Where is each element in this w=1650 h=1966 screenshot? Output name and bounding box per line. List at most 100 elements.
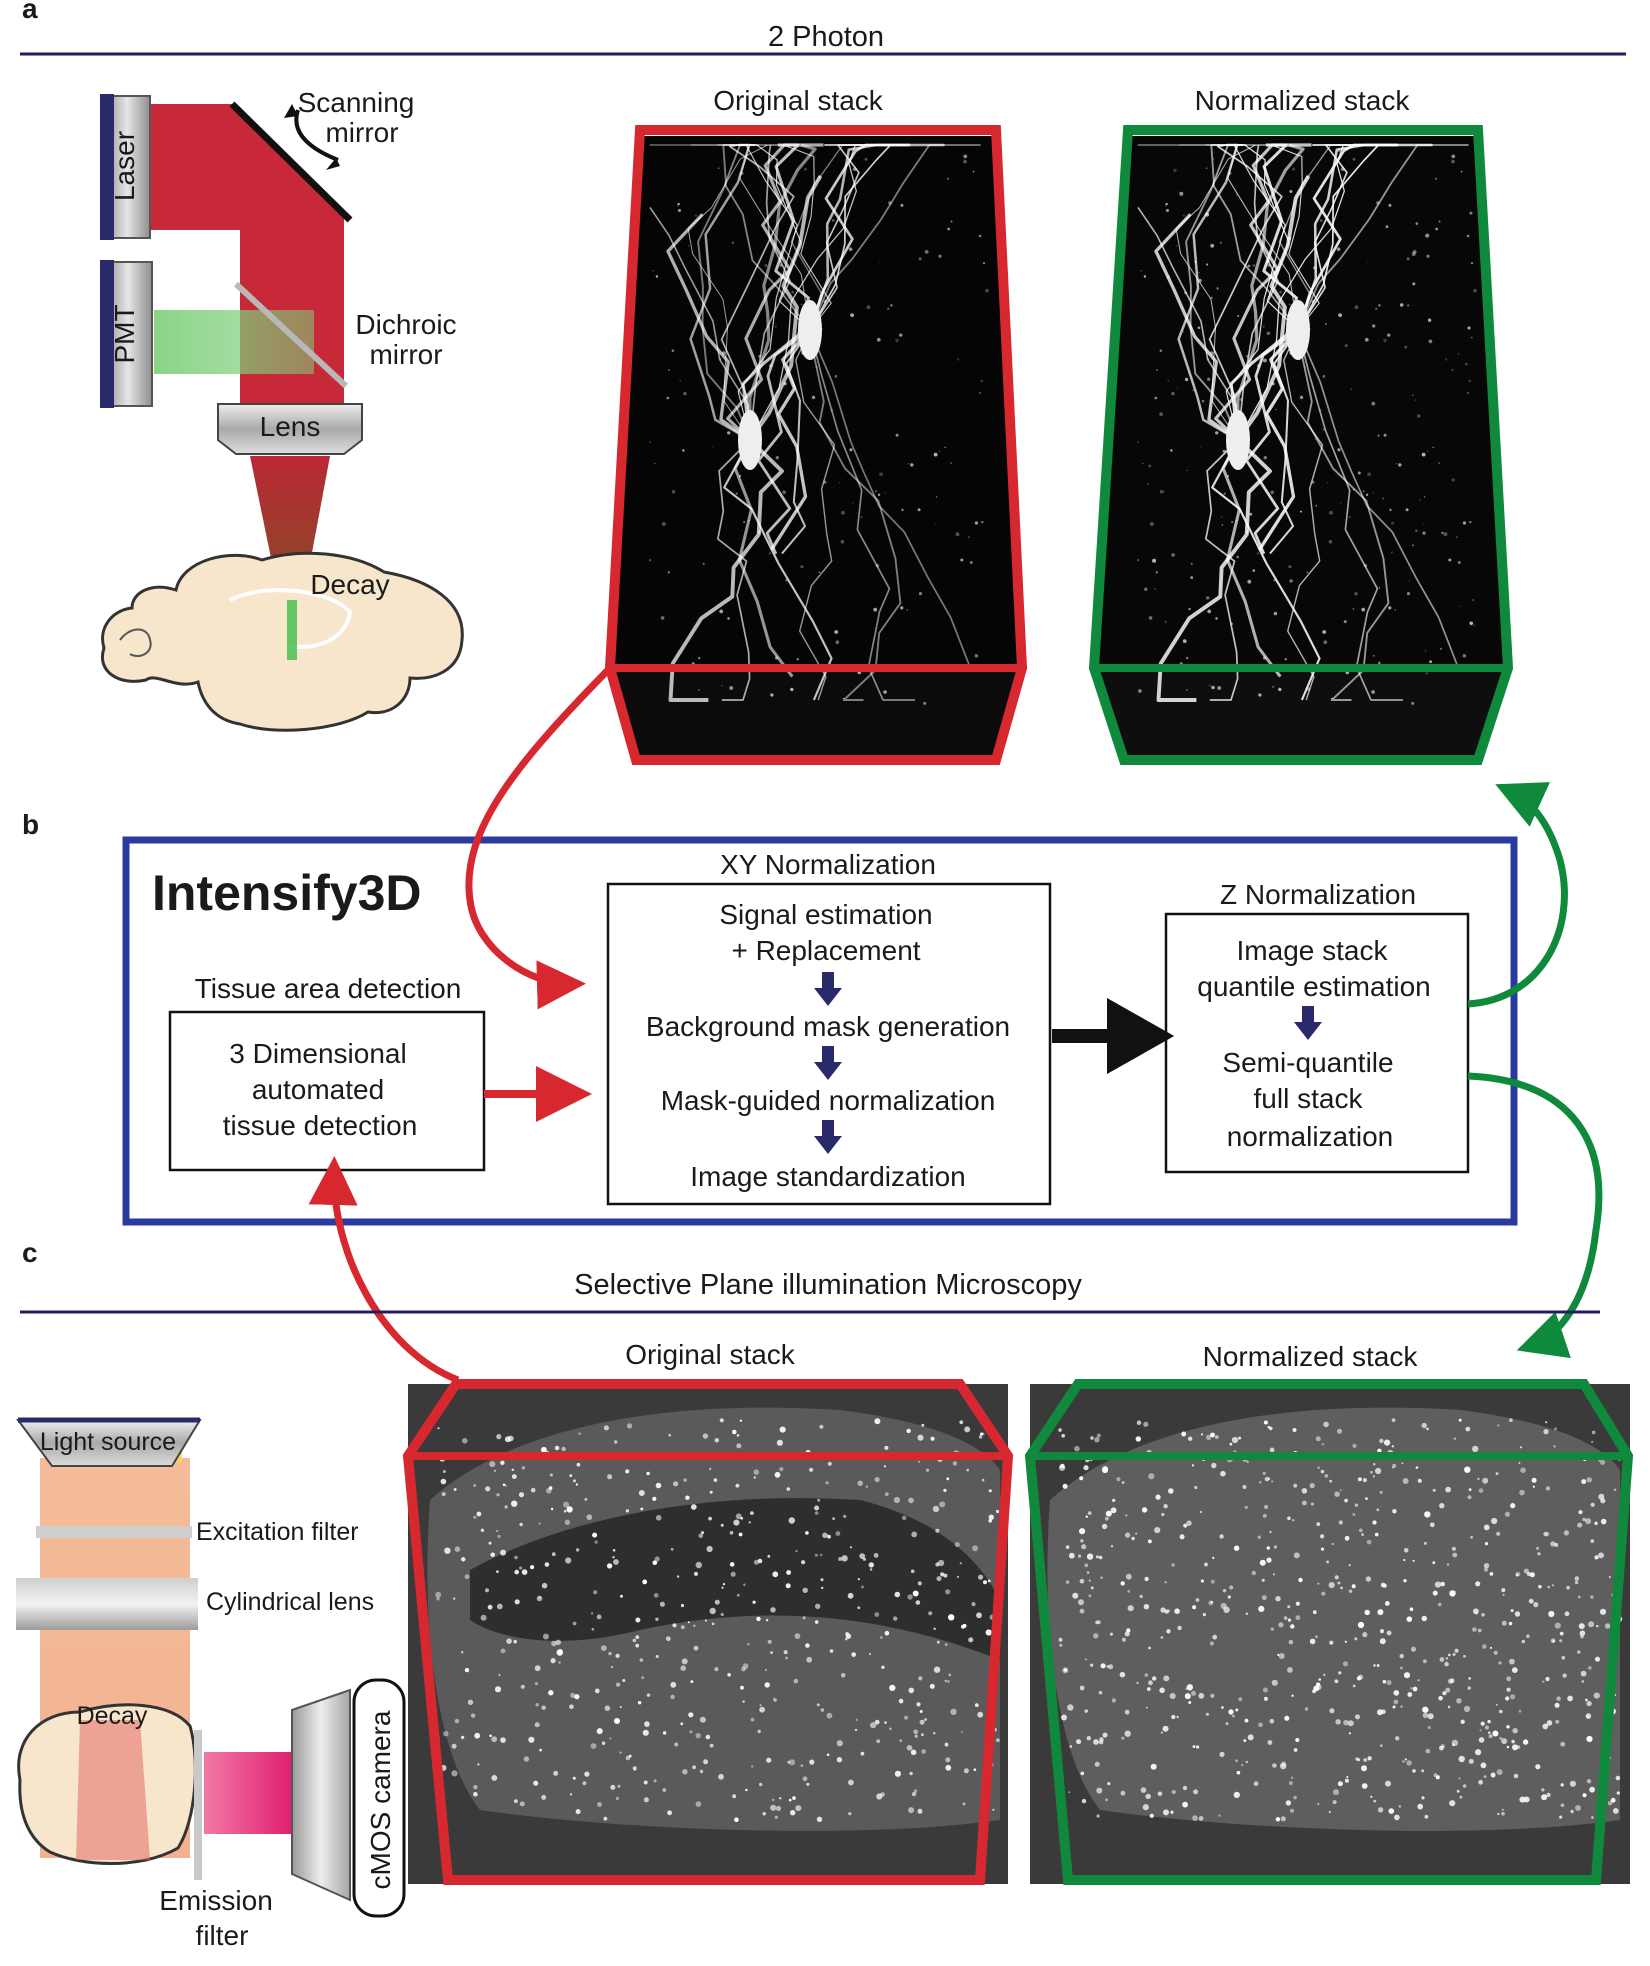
speckle: [770, 693, 774, 697]
cell-dot: [519, 1566, 523, 1570]
cell-dot: [1278, 1622, 1284, 1628]
cell-dot: [470, 1713, 476, 1718]
cell-dot: [464, 1574, 470, 1580]
speckle: [1247, 264, 1251, 268]
cell-dot: [1358, 1674, 1364, 1680]
speckle: [694, 214, 698, 217]
speckle: [1408, 580, 1410, 582]
speckle: [1305, 180, 1308, 183]
z-to-normalized-spim-arrow: [1467, 1072, 1603, 1359]
cell-dot: [1339, 1489, 1342, 1492]
cell-dot: [639, 1658, 644, 1662]
speckle: [1288, 565, 1292, 569]
cell-dot: [1487, 1719, 1491, 1724]
cylindrical-lens: [16, 1578, 198, 1630]
cell-dot: [1554, 1702, 1560, 1708]
speckle: [1429, 660, 1432, 664]
cell-dot: [767, 1554, 771, 1558]
cell-dot: [541, 1582, 548, 1589]
scanning-mirror-label-2: mirror: [325, 117, 398, 148]
speckle: [679, 380, 681, 382]
cell-dot: [1451, 1546, 1456, 1551]
cell-dot: [1400, 1705, 1403, 1708]
cell-dot: [801, 1560, 806, 1565]
cell-dot: [1181, 1431, 1187, 1437]
xy-normalization-box: [606, 882, 1052, 1206]
cell-dot: [1136, 1420, 1142, 1425]
cell-dot: [1081, 1798, 1087, 1804]
speckle: [1445, 358, 1448, 361]
speckle: [848, 247, 853, 251]
speckle: [1427, 318, 1432, 322]
cell-dot: [1212, 1634, 1218, 1640]
cell-dot: [874, 1612, 880, 1617]
speckle: [1340, 167, 1345, 172]
cell-dot: [805, 1531, 809, 1535]
cell-dot: [680, 1722, 684, 1726]
cell-dot: [443, 1731, 449, 1737]
cell-dot: [950, 1708, 957, 1716]
cell-dot: [1582, 1517, 1586, 1522]
cell-dot: [776, 1439, 784, 1446]
speckle: [1375, 307, 1378, 310]
cell-dot: [596, 1614, 602, 1620]
speckle: [1363, 563, 1368, 568]
cell-dot: [848, 1812, 852, 1816]
cell-dot: [847, 1592, 854, 1599]
cell-dot: [1116, 1477, 1121, 1482]
speckle: [758, 354, 762, 358]
cell-dot: [1561, 1656, 1566, 1660]
cell-dot: [695, 1733, 701, 1739]
dendrite: [666, 213, 751, 442]
cell-dot: [1410, 1687, 1413, 1690]
cell-dot: [1492, 1730, 1499, 1737]
hippocampus-outline: [229, 588, 353, 649]
cell-dot: [1406, 1760, 1412, 1766]
speckle: [1165, 205, 1167, 207]
speckle: [1300, 510, 1302, 513]
cell-dot: [1287, 1605, 1291, 1609]
cell-dot: [1373, 1799, 1377, 1803]
cell-dot: [1392, 1509, 1397, 1514]
cell-dot: [534, 1665, 541, 1672]
speckle: [1207, 377, 1211, 381]
speckle: [1273, 611, 1278, 616]
speckle: [1383, 433, 1387, 437]
cell-dot: [935, 1562, 940, 1567]
cell-dot: [1152, 1676, 1157, 1681]
cell-dot: [1088, 1594, 1092, 1598]
cell-dot: [1357, 1758, 1361, 1762]
cell-dot: [814, 1620, 819, 1624]
cell-dot: [1293, 1483, 1298, 1488]
cell-dot: [1163, 1675, 1170, 1682]
cell-dot: [674, 1742, 679, 1747]
cell-dot: [1594, 1521, 1598, 1525]
cell-dot: [966, 1468, 969, 1472]
cell-dot: [558, 1661, 561, 1664]
cell-dot: [496, 1570, 499, 1573]
speckle: [783, 382, 787, 386]
cell-dot: [1417, 1478, 1422, 1483]
cell-dot: [1194, 1485, 1198, 1490]
speckle: [1319, 219, 1323, 222]
speckle: [1394, 609, 1396, 611]
panel-b-letter: b: [22, 809, 39, 840]
speckle: [877, 493, 881, 496]
cell-dot: [563, 1509, 567, 1513]
cell-dot: [1352, 1513, 1356, 1516]
scanning-mirror-label-1: Scanning: [298, 87, 415, 118]
cell-dot: [1432, 1488, 1436, 1492]
cell-dot: [1445, 1657, 1448, 1660]
cell-dot: [476, 1511, 482, 1517]
lens-label: Lens: [260, 411, 321, 442]
cell-dot: [928, 1611, 933, 1616]
cell-dot: [1445, 1486, 1451, 1493]
cell-dot: [945, 1589, 951, 1595]
cell-dot: [1581, 1479, 1587, 1485]
cell-dot: [1269, 1447, 1275, 1453]
cell-dot: [1377, 1609, 1384, 1616]
speckle: [1166, 275, 1170, 279]
cell-dot: [572, 1621, 577, 1626]
cell-dot: [774, 1815, 779, 1820]
cell-dot: [1211, 1462, 1217, 1469]
